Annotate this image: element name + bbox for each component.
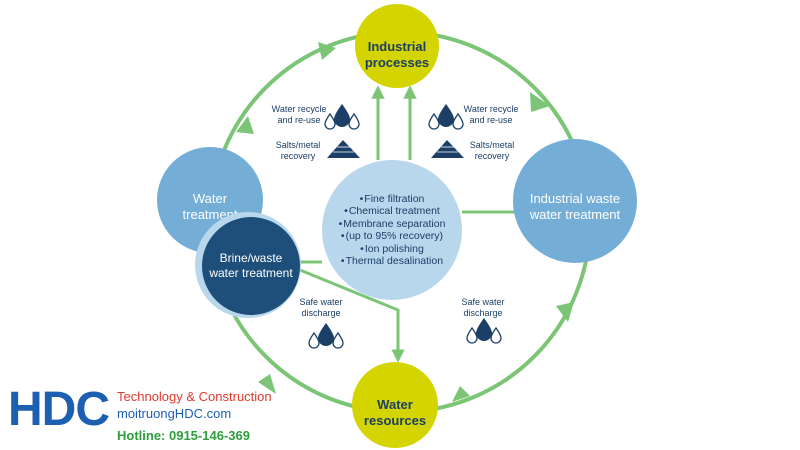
water-recycle-label-right: Water recycle and re-use <box>463 104 519 125</box>
brand-tagline: Technology & Construction <box>117 389 272 404</box>
method-item: Ion polishing <box>339 243 446 256</box>
water-drops-icon-discharge-right <box>466 318 502 344</box>
brand-website: moitruongHDC.com <box>117 406 232 421</box>
ring-arrow-2 <box>530 92 550 112</box>
water-resources-label: Water resources <box>363 397 427 428</box>
internal-flows <box>299 85 515 363</box>
ring-arrow-5 <box>258 374 276 394</box>
industrial-processes-label: Industrial processes <box>364 39 430 70</box>
salt-pile-icon <box>327 140 360 158</box>
ring-arrow-4 <box>452 386 470 402</box>
method-item: Thermal desalination <box>339 255 446 268</box>
treatment-methods-list: Fine filtration Chemical treatment Membr… <box>339 193 446 268</box>
flow-to-water-resources <box>299 268 405 363</box>
salt-pile-icon-right <box>431 140 464 158</box>
safe-water-discharge-label-left: Safe water discharge <box>299 297 343 318</box>
ring-arrow-3 <box>556 302 574 322</box>
ring-arrow-6 <box>236 116 254 134</box>
safe-water-discharge-label-right: Safe water discharge <box>461 297 505 318</box>
method-item: Membrane separation <box>339 218 445 231</box>
method-item-note: (up to 95% recovery) <box>339 230 446 243</box>
treatment-methods-node: Fine filtration Chemical treatment Membr… <box>322 160 462 300</box>
method-item: Fine filtration <box>339 193 446 206</box>
water-drops-icon <box>324 104 360 130</box>
water-recycle-label-left: Water recycle and re-use <box>271 104 327 125</box>
ring-arrow-1 <box>318 42 336 60</box>
method-item: Chemical treatment <box>339 205 446 218</box>
salts-metal-recovery-label-left: Salts/metal recovery <box>275 140 321 161</box>
hdc-logo: HDC <box>8 383 110 436</box>
salts-metal-recovery-label-right: Salts/metal recovery <box>469 140 515 161</box>
brand-hotline: Hotline: 0915-146-369 <box>117 428 250 443</box>
water-drops-icon-right <box>428 104 464 130</box>
industrial-waste-water-treatment-node: Industrial waste water treatment <box>513 139 637 263</box>
industrial-waste-water-treatment-label: Industrial waste water treatment <box>529 191 621 222</box>
method-note-text: (up to 95% recovery) <box>345 230 444 242</box>
water-resources-node: Water resources <box>352 362 438 448</box>
water-drops-icon-discharge-left <box>308 323 344 349</box>
ring-arrowheads <box>236 42 574 402</box>
industrial-processes-node: Industrial processes <box>355 4 439 88</box>
brine-waste-water-treatment-node: Brine/waste water treatment <box>202 217 300 315</box>
brine-waste-water-treatment-label: Brine/waste water treatment <box>209 251 293 280</box>
